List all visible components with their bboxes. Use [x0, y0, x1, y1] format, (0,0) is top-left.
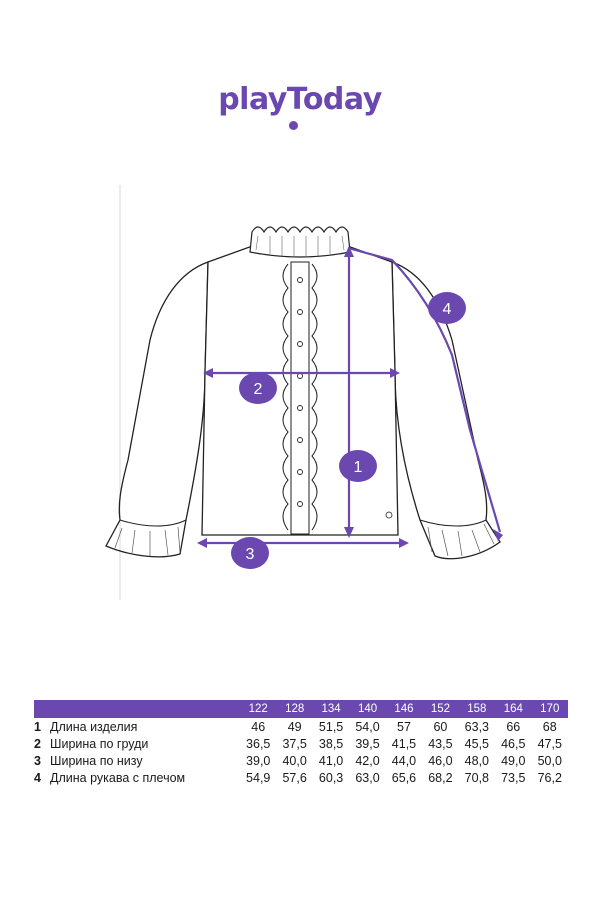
left-sleeve [105, 261, 209, 558]
row-label-cell: 1 Длина изделия [34, 718, 240, 735]
table-cell: 49 [287, 719, 302, 734]
left-front-ruffle [282, 263, 289, 531]
table-cell: 63,3 [464, 719, 490, 734]
table-row: 4 Длина рукава с плечом 54,9 57,6 60,3 63… [34, 769, 568, 786]
table-cell: 57 [397, 719, 411, 734]
table-cell: 37,5 [282, 736, 307, 751]
table-cell: 60 [433, 719, 448, 734]
callout-4: 4 [428, 292, 466, 324]
svg-text:1: 1 [354, 459, 363, 476]
table-cell: 68,2 [428, 770, 453, 785]
size-header: 128 [285, 703, 305, 715]
table-cell: 65,6 [391, 770, 417, 785]
size-header: 146 [394, 703, 414, 715]
blouse-sketch: 1 2 3 4 [105, 185, 503, 600]
table-cell: 41,5 [391, 736, 417, 751]
row-number: 3 [34, 753, 41, 768]
table-cell: 43,5 [428, 736, 453, 751]
callout-1: 1 [339, 450, 377, 482]
placket-buttons [297, 277, 303, 507]
size-header-row: 122 128 134 140 146 152 158 164 170 [34, 700, 568, 718]
size-header: 134 [321, 703, 341, 715]
table-cell: 54,0 [355, 719, 380, 734]
row-label: Длина изделия [50, 719, 138, 734]
svg-text:4: 4 [443, 301, 452, 318]
table-cell: 39,0 [246, 753, 271, 768]
table-cell: 47,5 [537, 736, 562, 751]
table-row: 3 Ширина по низу 39,0 40,0 41,0 42,0 44,0… [34, 752, 568, 769]
right-front-ruffle [311, 263, 318, 531]
row-label: Длина рукава с плечом [50, 770, 186, 785]
table-cell: 42,0 [355, 753, 380, 768]
table-cell: 41,0 [318, 753, 344, 768]
callout-3: 3 [231, 537, 269, 569]
table-cell: 46 [251, 719, 266, 734]
table-cell: 51,5 [318, 719, 344, 734]
svg-text:3: 3 [246, 546, 255, 563]
table-cell: 63,0 [355, 770, 380, 785]
size-header: 122 [248, 703, 268, 715]
table-cell: 76,2 [537, 770, 562, 785]
table-cell: 46,5 [501, 736, 526, 751]
row-label-cell: 4 Длина рукава с плечом [34, 769, 240, 786]
ruffle-collar [249, 226, 351, 258]
brand-logo: playToday [218, 82, 382, 117]
row-number: 2 [34, 736, 41, 751]
table-cell: 46,0 [428, 753, 453, 768]
logo-dot [289, 121, 298, 130]
size-header: 158 [467, 703, 487, 715]
svg-text:2: 2 [254, 381, 263, 398]
size-header: 140 [357, 703, 378, 715]
size-header: 170 [540, 703, 560, 715]
table-cell: 73,5 [501, 770, 526, 785]
size-header: 164 [503, 703, 523, 715]
table-cell: 57,6 [282, 770, 307, 785]
row-label-cell: 3 Ширина по низу [34, 752, 240, 769]
table-row: 1 Длина изделия 46 49 51,5 54,0 57 60 63,… [34, 718, 568, 735]
row-label: Ширина по груди [50, 736, 149, 751]
row-label-cell: 2 Ширина по груди [34, 735, 240, 752]
header-blank [34, 700, 240, 718]
table-cell: 38,5 [318, 736, 344, 751]
size-header: 152 [430, 703, 450, 715]
row-number: 4 [34, 770, 41, 785]
row-number: 1 [34, 719, 41, 734]
table-cell: 39,5 [355, 736, 380, 751]
table-cell: 66 [506, 719, 521, 734]
table-cell: 70,8 [464, 770, 490, 785]
table-cell: 49,0 [501, 753, 526, 768]
row-label: Ширина по низу [50, 753, 143, 768]
table-cell: 68 [542, 719, 557, 734]
table-cell: 60,3 [318, 770, 344, 785]
table-row: 2 Ширина по груди 36,5 37,5 38,5 39,5 41,… [34, 735, 568, 752]
table-cell: 54,9 [246, 770, 271, 785]
table-cell: 40,0 [282, 753, 307, 768]
callout-2: 2 [239, 372, 277, 404]
table-cell: 44,0 [391, 753, 417, 768]
table-cell: 36,5 [246, 736, 271, 751]
table-cell: 50,0 [537, 753, 562, 768]
table-cell: 48,0 [464, 753, 490, 768]
table-cell: 45,5 [464, 736, 490, 751]
